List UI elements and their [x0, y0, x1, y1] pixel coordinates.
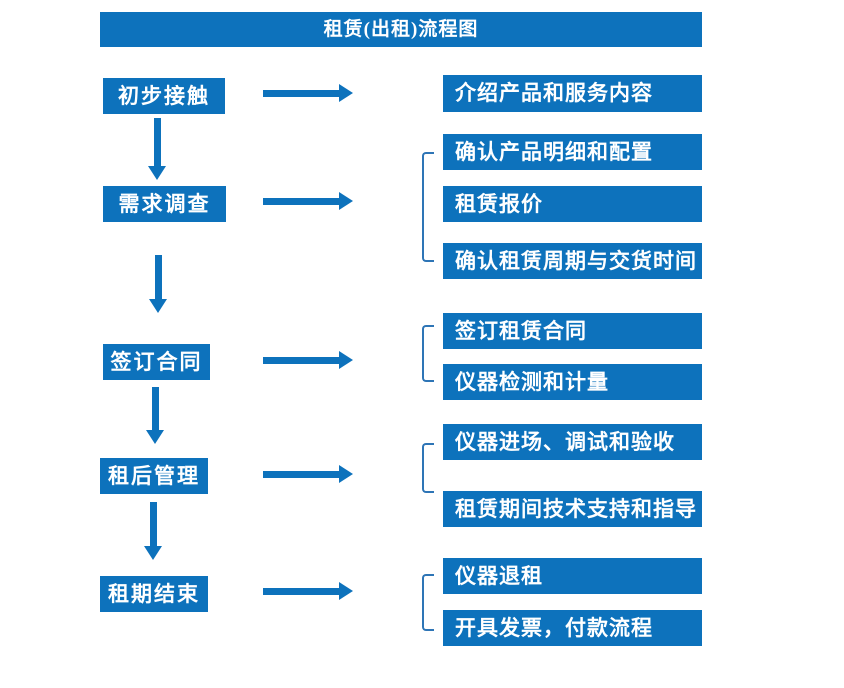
detail-box-instrument-entry: 仪器进场、调试和验收	[443, 424, 702, 460]
right-arrow-head-icon	[339, 84, 353, 102]
detail-box-instrument-return: 仪器退租	[443, 558, 702, 594]
stage-box-initial-contact: 初步接触	[103, 78, 225, 114]
right-arrow-4	[263, 465, 353, 483]
right-arrow-head-icon	[339, 192, 353, 210]
bracket-sign-contract-group	[422, 325, 434, 382]
detail-box-technical-support: 租赁期间技术支持和指导	[443, 491, 702, 527]
down-arrow-head-icon	[148, 166, 166, 180]
down-arrow-2	[149, 255, 167, 313]
flowchart-title: 租赁(出租)流程图	[100, 12, 702, 47]
right-arrow-2	[263, 192, 353, 210]
right-arrow-1	[263, 84, 353, 102]
detail-box-sign-rental-contract: 签订租赁合同	[443, 313, 702, 349]
right-arrow-head-icon	[339, 351, 353, 369]
right-arrow-shaft	[263, 197, 339, 205]
down-arrow-3	[146, 387, 164, 444]
down-arrow-head-icon	[149, 299, 167, 313]
stage-box-demand-survey: 需求调查	[103, 186, 226, 222]
bracket-post-rental-group	[422, 443, 434, 493]
right-arrow-head-icon	[339, 582, 353, 600]
detail-box-rental-quote: 租赁报价	[443, 186, 702, 222]
detail-box-confirm-product-details: 确认产品明细和配置	[443, 134, 702, 170]
bracket-rental-end-group	[422, 574, 434, 631]
right-arrow-shaft	[263, 587, 339, 595]
detail-box-invoice-payment: 开具发票，付款流程	[443, 610, 702, 646]
down-arrow-shaft	[153, 118, 161, 166]
down-arrow-4	[144, 502, 162, 560]
down-arrow-shaft	[149, 502, 157, 546]
right-arrow-5	[263, 582, 353, 600]
down-arrow-shaft	[151, 387, 159, 430]
right-arrow-shaft	[263, 470, 339, 478]
stage-box-rental-end: 租期结束	[100, 576, 208, 612]
down-arrow-1	[148, 118, 166, 180]
bracket-demand-survey-group	[422, 152, 434, 262]
stage-box-post-rental-management: 租后管理	[100, 458, 208, 494]
right-arrow-3	[263, 351, 353, 369]
down-arrow-head-icon	[144, 546, 162, 560]
right-arrow-shaft	[263, 89, 339, 97]
detail-box-introduce-products: 介绍产品和服务内容	[443, 75, 702, 112]
down-arrow-head-icon	[146, 430, 164, 444]
detail-box-confirm-rental-period: 确认租赁周期与交货时间	[443, 243, 702, 279]
right-arrow-shaft	[263, 356, 339, 364]
down-arrow-shaft	[154, 255, 162, 299]
detail-box-instrument-testing: 仪器检测和计量	[443, 364, 702, 400]
stage-box-sign-contract: 签订合同	[103, 344, 210, 380]
right-arrow-head-icon	[339, 465, 353, 483]
